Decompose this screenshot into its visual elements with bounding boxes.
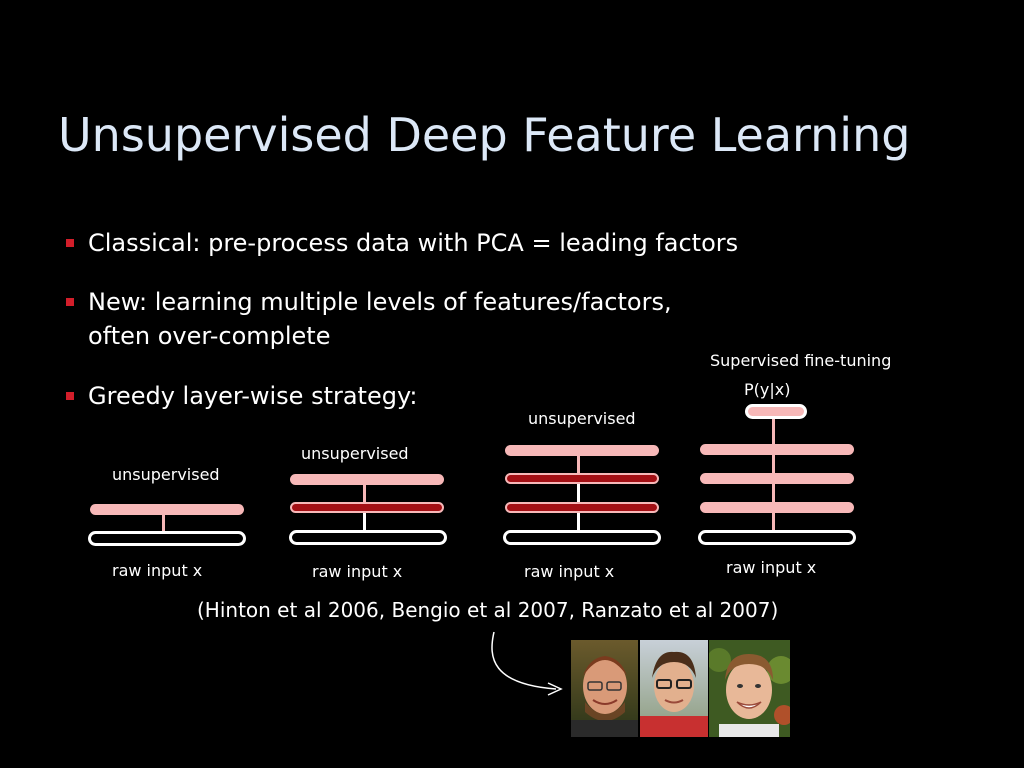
stage-1-top-label: unsupervised [112,465,220,484]
stage-2-bottom-label: raw input x [312,562,403,581]
stage-3-connector-low [577,513,580,533]
stage-4-layer-3 [700,444,854,455]
author-photo-1 [571,640,638,737]
bullet-text-2-cont: often over-complete [88,322,331,350]
stage-2-layer-1 [290,502,444,513]
bullet-marker-1 [66,239,74,247]
citation: (Hinton et al 2006, Bengio et al 2007, R… [197,598,779,622]
stage-4-output-label: P(y|x) [744,380,791,399]
stage-4-layer-2 [700,473,854,484]
stage-2-connector-upper [363,484,366,506]
stage-4-top-label: Supervised fine-tuning [710,351,892,370]
stage-3-bottom-label: raw input x [524,562,615,581]
stage-4-layer-1 [700,502,854,513]
stage-2-connector-lower [363,513,366,533]
stage-2-top-label: unsupervised [301,444,409,463]
stage-2-layer-2 [290,474,444,485]
stage-1-bottom-label: raw input x [112,561,203,580]
stage-4-input-layer [698,530,856,545]
bullet-marker-3 [66,392,74,400]
curved-arrow-icon [491,631,563,696]
stage-4-bottom-label: raw input x [726,558,817,577]
stage-3-layer-2 [505,473,659,484]
stage-3-top-label: unsupervised [528,409,636,428]
stage-1-layer-1 [90,504,244,515]
stage-3-layer-3 [505,445,659,456]
author-photo-3 [709,640,790,737]
bullet-text-3: Greedy layer-wise strategy: [88,382,418,410]
stage-3-layer-1 [505,502,659,513]
stage-4-output-layer [745,404,807,419]
author-photo-2 [640,640,708,737]
slide-title: Unsupervised Deep Feature Learning [58,108,911,162]
bullet-text-2: New: learning multiple levels of feature… [88,288,672,316]
bullet-text-1: Classical: pre-process data with PCA = l… [88,229,739,257]
stage-3-input-layer [503,530,661,545]
stage-2-input-layer [289,530,447,545]
stage-1-input-layer [88,531,246,546]
stage-3-connector-top [577,455,580,477]
bullet-marker-2 [66,298,74,306]
stage-1-connector [162,512,165,534]
stage-3-connector-mid [577,484,580,506]
